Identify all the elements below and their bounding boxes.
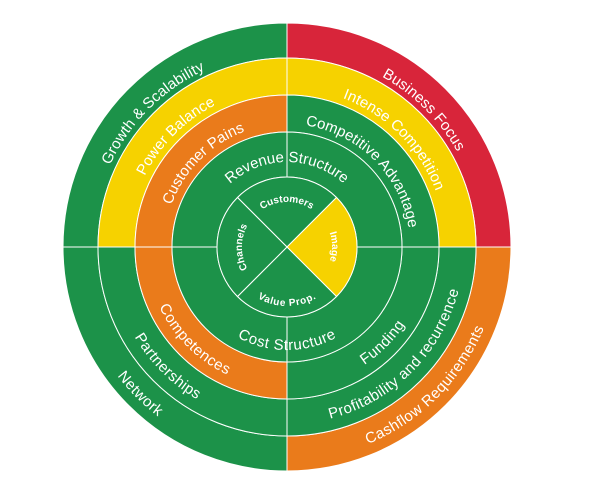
core-right-label: Image	[327, 230, 340, 263]
core-top-sector	[236, 176, 338, 248]
core-bottom-sector	[236, 246, 338, 318]
core-left-sector	[216, 196, 288, 298]
core-right-sector	[286, 196, 358, 298]
core-left-label: Channels	[234, 222, 250, 273]
wheel-sectors	[62, 22, 512, 472]
